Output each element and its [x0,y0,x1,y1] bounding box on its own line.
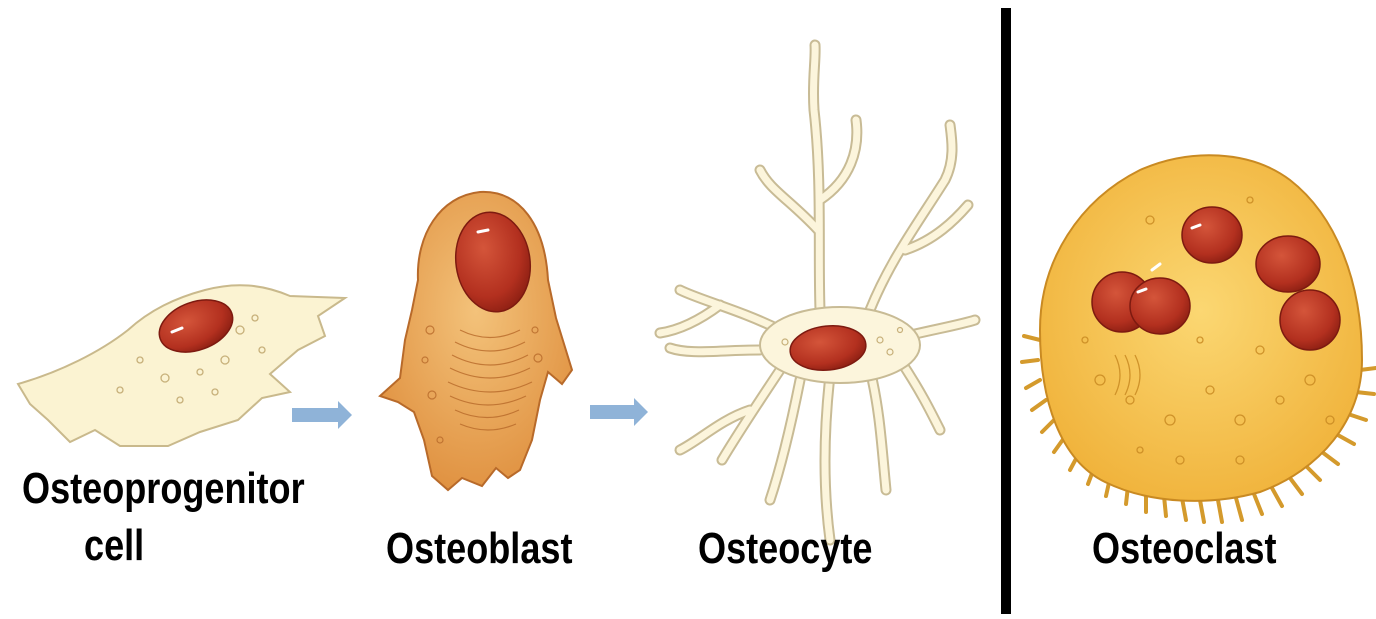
osteoprogenitor-label-line1: Osteoprogenitor [22,466,305,512]
arrow-right-icon [590,398,648,426]
osteoclast-label: Osteoclast [1092,526,1276,572]
osteoprogenitor-label-line2: cell [84,523,144,569]
osteoblast-illustration [380,192,572,490]
osteoblast-label: Osteoblast [386,526,572,572]
osteocyte-label: Osteocyte [698,526,872,572]
osteocyte-illustration [660,45,975,540]
section-divider [1001,8,1011,614]
arrow-right-icon [292,401,352,429]
osteoclast-illustration [1022,155,1376,522]
